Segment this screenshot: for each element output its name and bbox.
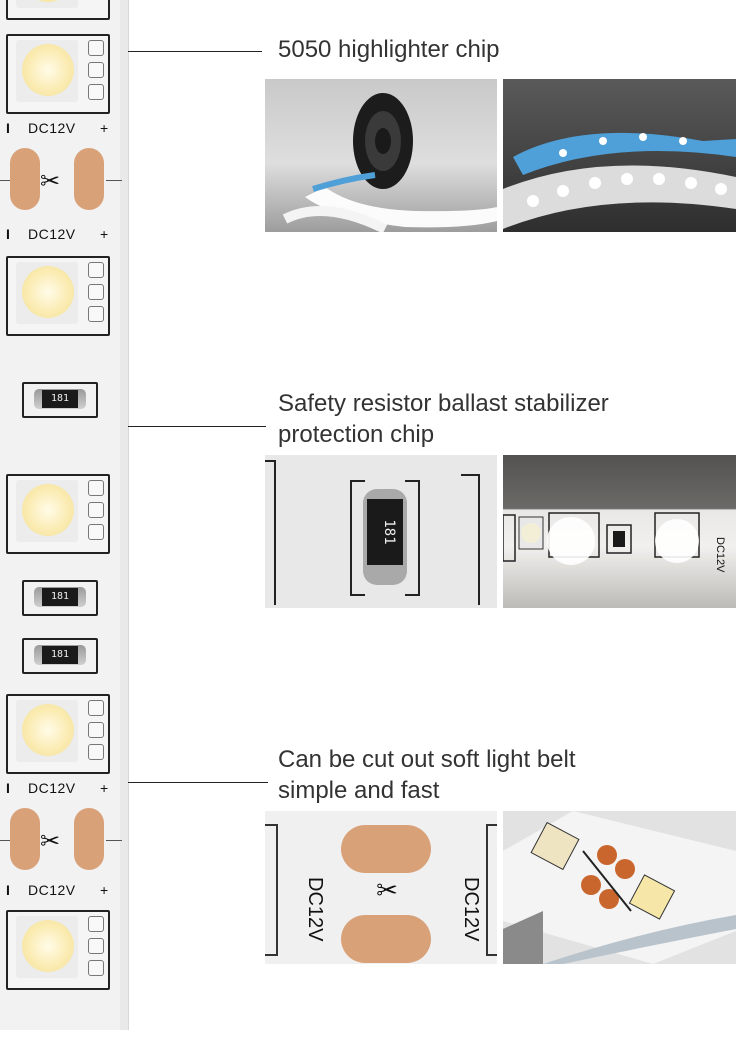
led-chip (6, 694, 112, 776)
led-chip (6, 0, 112, 22)
voltage-text: DC12V (714, 537, 726, 573)
scissors-icon: ✂ (40, 168, 61, 195)
photo-strip-side-lit: DC12V (503, 455, 736, 608)
scissors-icon: ✂ (376, 876, 398, 906)
voltage-text: DC12V (460, 877, 482, 942)
photo-led-reel-blue (265, 79, 497, 232)
strip-edge (120, 0, 128, 1030)
photo-led-strip-lit (503, 79, 736, 232)
photo-cut-pads-macro: DC12V ✂ DC12V (265, 811, 497, 964)
resistor-chip: 181 (22, 580, 98, 616)
photo-resistor-macro: 181 (265, 455, 497, 608)
led-chip (6, 34, 112, 116)
leader-line (128, 51, 262, 52)
resistor-chip: 181 (22, 638, 98, 674)
led-chip (6, 256, 112, 338)
led-chip (6, 910, 112, 992)
scissors-icon: ✂ (40, 828, 61, 855)
voltage-text: DC12V (304, 877, 326, 942)
resistor-code-text: 181 (381, 519, 397, 544)
feature-caption-cut: Can be cut out soft light belt simple an… (278, 746, 576, 804)
feature-caption-chip: 5050 highlighter chip (278, 36, 500, 63)
cut-point: ✂ (0, 148, 128, 214)
leader-line (128, 782, 268, 783)
resistor-chip: 181 (22, 382, 98, 418)
photo-strip-being-cut (503, 811, 736, 964)
leader-line (128, 426, 266, 427)
cut-point: ✂ (0, 808, 128, 874)
led-strip-closeup: I DC12V + ✂ I DC12V + 181 181 181 (0, 0, 129, 1030)
led-chip (6, 474, 112, 556)
feature-caption-resistor: Safety resistor ballast stabilizer prote… (278, 390, 609, 448)
